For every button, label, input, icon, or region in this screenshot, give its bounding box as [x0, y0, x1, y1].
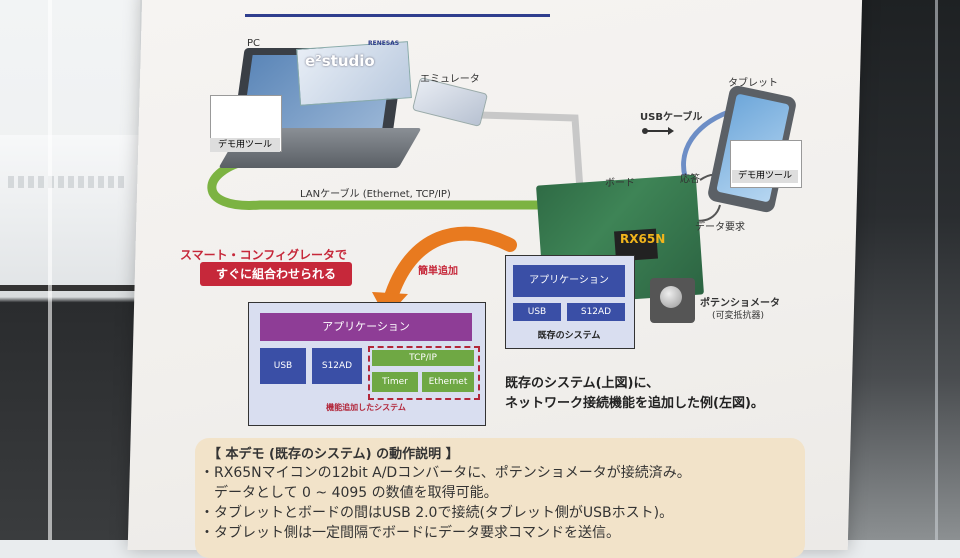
existing-system-caption: 既存のシステム — [537, 331, 601, 341]
easy-add-label: 簡単追加 — [418, 266, 458, 277]
board-label: ボード — [605, 178, 635, 189]
usb-icon — [642, 127, 674, 135]
added-tcpip-block: TCP/IP — [372, 350, 474, 366]
explanation-title: 【 本デモ (既存のシステム) の動作説明 】 — [208, 447, 459, 462]
added-modules-frame — [368, 346, 480, 400]
potentiometer-sublabel: (可変抵抗器) — [712, 311, 765, 321]
added-app-block: アプリケーション — [260, 313, 472, 341]
potentiometer-label: ポテンショメータ — [700, 298, 780, 309]
acrylic-stand-edge-right — [935, 0, 938, 540]
acrylic-stand-edge — [48, 0, 52, 540]
response-label: 応答 — [680, 174, 700, 185]
added-system-caption: 機能追加したシステム — [326, 403, 406, 412]
board-chip-label: RX65N — [620, 232, 666, 246]
ide-package — [296, 41, 412, 106]
existing-usb-block: USB — [513, 303, 561, 321]
pc-demo-caption: デモ用ツール — [210, 138, 280, 152]
pc-label: PC — [247, 38, 261, 49]
background-monitor — [0, 135, 145, 291]
diagram-caption-line1: 既存のシステム(上図)に、 — [505, 376, 660, 391]
explanation-box — [195, 438, 805, 558]
explanation-line: ・RX65Nマイコンの12bit A/Dコンバータに、ポテンショメータが接続済み… — [200, 465, 691, 481]
potentiometer-knob — [660, 286, 682, 308]
explanation-line: ・タブレット側は一定間隔でボードにデータ要求コマンドを送信。 — [200, 525, 620, 541]
added-ethernet-block: Ethernet — [422, 372, 474, 392]
lan-cable-label: LANケーブル (Ethernet, TCP/IP) — [300, 189, 451, 200]
added-timer-block: Timer — [372, 372, 418, 392]
data-request-label: データ要求 — [695, 222, 745, 233]
existing-app-block: アプリケーション — [513, 265, 625, 297]
ide-vendor: RENESAS — [368, 40, 400, 47]
diagram-caption-line2: ネットワーク接続機能を追加した例(左図)。 — [505, 396, 764, 411]
ide-name: e²studio — [305, 52, 375, 70]
easy-add-arrow — [383, 226, 517, 307]
existing-adc-block: S12AD — [567, 303, 625, 321]
tablet-label: タブレット — [728, 78, 778, 89]
smart-config-badge: すぐに組合わせられる — [200, 262, 352, 286]
tablet-demo-caption: デモ用ツール — [732, 170, 798, 183]
emulator-cable — [479, 111, 584, 191]
explanation-line: ・タブレットとボードの間はUSB 2.0で接続(タブレット側がUSBホスト)。 — [200, 505, 674, 521]
added-usb-block: USB — [260, 348, 306, 384]
background-right — [845, 0, 960, 540]
explanation-line: データとして 0 ~ 4095 の数値を取得可能。 — [200, 485, 498, 501]
poster-header-line — [245, 0, 550, 17]
usb-cable-label: USBケーブル — [640, 112, 703, 123]
emulator-label: エミュレータ — [420, 74, 480, 85]
added-adc-block: S12AD — [312, 348, 362, 384]
background-monitor-text — [8, 176, 128, 188]
smart-config-text: スマート・コンフィグレータで — [180, 248, 348, 262]
